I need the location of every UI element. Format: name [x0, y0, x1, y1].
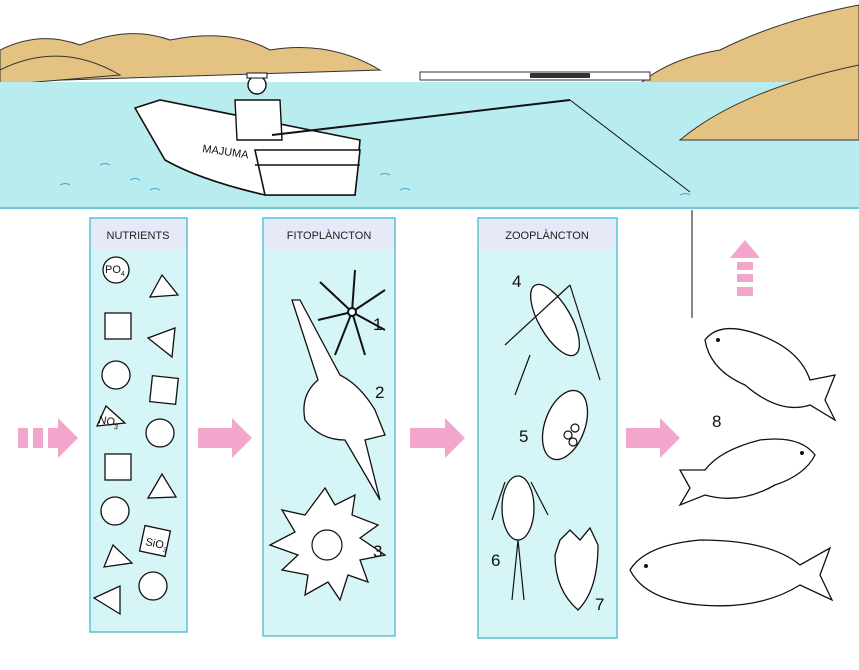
label-7: 7	[595, 595, 604, 614]
asterionella-organism	[317, 269, 386, 356]
fish-middle	[678, 438, 816, 507]
sio3-label: SiO3	[144, 536, 169, 554]
nutrients-panel: NUTRIENTS PO4 NO3 SiO3	[89, 217, 188, 633]
nutrients-title: NUTRIENTS	[107, 230, 170, 242]
copepod-organism	[504, 283, 601, 396]
flow-arrow-zoo-to-fish	[626, 418, 680, 458]
daphnia-organism	[541, 389, 589, 461]
phytoplankton-title: FITOPLÀNCTON	[287, 229, 372, 242]
left-hill	[0, 55, 122, 86]
flow-arrow-up-to-fisherman	[730, 240, 760, 296]
fisherman	[234, 72, 283, 141]
boat: MAJUMA	[133, 99, 361, 196]
no3-triangle	[95, 404, 127, 427]
ceratium-organism	[291, 299, 386, 501]
label-6: 6	[491, 551, 500, 570]
lake-water	[0, 82, 859, 208]
pediastrum-organism	[268, 486, 387, 602]
fish-hooked	[704, 328, 837, 422]
zooplankton-title: ZOOPLÀNCTON	[505, 229, 589, 242]
phytoplankton-panel: FITOPLÀNCTON 1 2 3	[262, 217, 396, 637]
flow-arrow-phyto-to-zoo	[410, 418, 465, 458]
right-shore	[678, 64, 859, 141]
po4-label: PO4	[105, 264, 125, 278]
label-8: 8	[712, 412, 721, 431]
label-2: 2	[375, 383, 384, 402]
rotifer-organism	[554, 526, 599, 611]
label-3: 3	[373, 542, 382, 561]
no3-label: NO3	[97, 414, 120, 431]
label-1: 1	[373, 315, 382, 334]
label-4: 4	[512, 272, 521, 291]
flow-arrow-nutrients-to-phyto	[198, 418, 252, 458]
label-5: 5	[519, 427, 528, 446]
po4-circle	[102, 256, 130, 284]
sio3-square	[138, 524, 172, 558]
cyclops-organism	[491, 475, 549, 601]
bridge	[419, 71, 651, 81]
zooplankton-panel: ZOOPLÀNCTON 4 5 6 7	[477, 217, 618, 639]
fish-large	[629, 539, 834, 607]
fishing-rod-and-line	[271, 99, 693, 318]
flow-arrow-input	[18, 418, 78, 458]
water-ripples	[59, 163, 691, 196]
